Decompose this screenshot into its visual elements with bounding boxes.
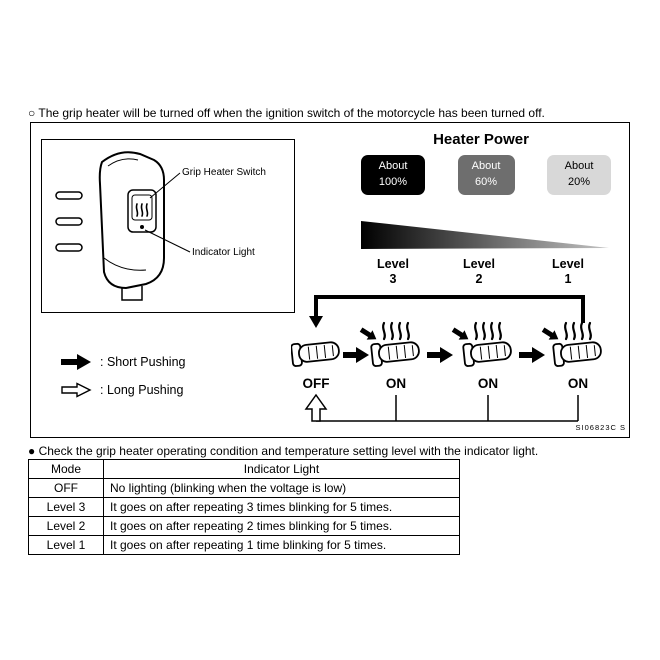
table-header-indicator: Indicator Light — [103, 459, 460, 479]
mode-cell: Level 1 — [28, 535, 104, 555]
power-box-20: About 20% — [547, 155, 611, 195]
short-push-arrow-icon — [343, 347, 369, 363]
state-label-off: OFF — [302, 376, 330, 391]
heat-waves-icon — [382, 321, 410, 341]
table-header-mode: Mode — [28, 459, 104, 479]
state-label-on-2: ON — [477, 376, 499, 391]
level-2-label: Level 2 — [449, 257, 509, 287]
top-note: ○ The grip heater will be turned off whe… — [28, 106, 545, 120]
short-push-arrow-icon — [61, 354, 91, 370]
grip-heater-switch-label: Grip Heater Switch — [182, 167, 266, 178]
indicator-cell: No lighting (blinking when the voltage i… — [103, 478, 460, 498]
grip-on-icon — [359, 321, 420, 367]
legend-short-pushing: : Short Pushing — [61, 351, 185, 373]
indicator-light-label: Indicator Light — [192, 247, 255, 258]
legend-long-label: : Long Pushing — [100, 383, 184, 397]
short-push-arrow-icon — [427, 347, 453, 363]
legend: : Short Pushing : Long Pushing — [61, 351, 185, 407]
bottom-note: ● Check the grip heater operating condit… — [28, 444, 539, 458]
indicator-cell: It goes on after repeating 3 times blink… — [103, 497, 460, 517]
long-push-return-line — [316, 395, 579, 422]
level-word: Level — [552, 257, 584, 271]
mode-cell: Level 3 — [28, 497, 104, 517]
figure-code: SI06823C S — [575, 423, 626, 432]
switch-drawing-icon — [55, 151, 191, 301]
legend-long-pushing: : Long Pushing — [61, 379, 185, 401]
heat-waves-icon — [474, 321, 502, 341]
table-header-row: Mode Indicator Light — [28, 459, 460, 479]
power-box-100: About 100% — [361, 155, 425, 195]
grip-on-icon — [541, 321, 602, 367]
heat-waves-icon — [564, 321, 592, 341]
grip-off-icon — [291, 341, 340, 367]
press-arrow-icon — [541, 327, 559, 340]
level-number: 1 — [564, 272, 572, 286]
table-row: Level 2 It goes on after repeating 2 tim… — [28, 516, 460, 536]
indicator-cell: It goes on after repeating 1 time blinki… — [103, 535, 460, 555]
switch-illustration-box: Grip Heater Switch Indicator Light — [41, 139, 295, 313]
bracket-line — [314, 295, 585, 323]
table-row: OFF No lighting (blinking when the volta… — [28, 478, 460, 498]
indicator-cell: It goes on after repeating 2 times blink… — [103, 516, 460, 536]
heater-power-title: Heater Power — [433, 131, 529, 148]
power-box-line1: About — [471, 160, 501, 172]
power-box-line2: 20% — [567, 175, 591, 188]
grip-on-icon — [451, 321, 512, 367]
level-3-label: Level 3 — [363, 257, 423, 287]
power-gradient-triangle — [361, 221, 609, 249]
mode-cell: Level 2 — [28, 516, 104, 536]
table-row: Level 1 It goes on after repeating 1 tim… — [28, 535, 460, 555]
heater-diagram-panel: Grip Heater Switch Indicator Light Heate… — [30, 122, 630, 438]
flow-diagram — [291, 295, 602, 422]
legend-short-label: : Short Pushing — [100, 355, 186, 369]
indicator-table: Mode Indicator Light OFF No lighting (bl… — [28, 459, 460, 555]
long-push-up-arrow-icon — [304, 393, 328, 422]
level-word: Level — [463, 257, 495, 271]
long-push-arrow-icon — [61, 382, 92, 398]
press-arrow-icon — [359, 327, 377, 340]
power-box-line1: About — [378, 160, 408, 172]
short-push-arrow-icon — [519, 347, 545, 363]
level-number: 2 — [475, 272, 483, 286]
level-1-label: Level 1 — [538, 257, 598, 287]
state-label-on-3: ON — [567, 376, 589, 391]
press-arrow-icon — [451, 327, 469, 340]
power-box-line2: 100% — [378, 175, 408, 188]
power-box-line1: About — [564, 160, 594, 172]
table-row: Level 3 It goes on after repeating 3 tim… — [28, 497, 460, 517]
level-number: 3 — [389, 272, 397, 286]
power-box-60: About 60% — [457, 155, 515, 195]
power-box-line2: 60% — [474, 175, 498, 188]
level-word: Level — [377, 257, 409, 271]
mode-cell: OFF — [28, 478, 104, 498]
state-label-on-1: ON — [385, 376, 407, 391]
power-box-row: About 100% About 60% About 20% — [361, 155, 611, 195]
bracket-down-arrow-icon — [309, 316, 323, 328]
